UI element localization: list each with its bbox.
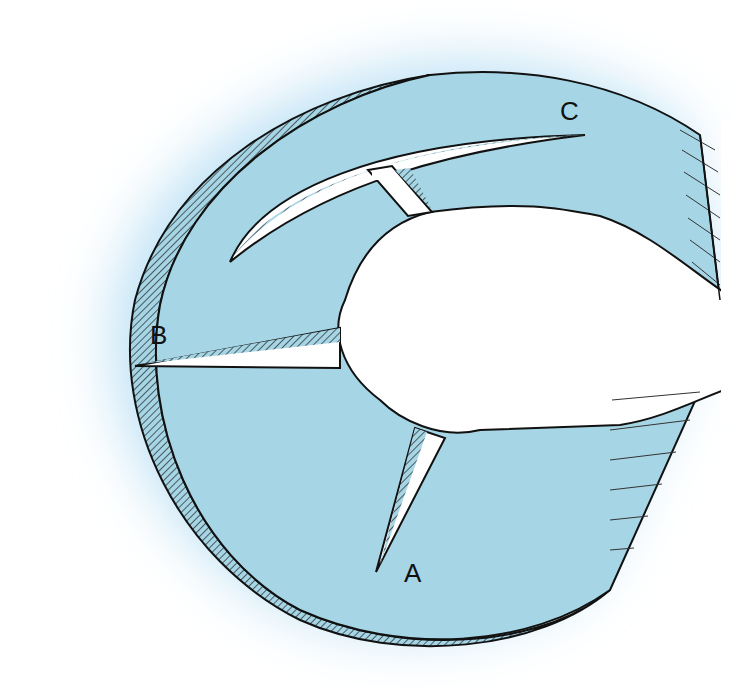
- part-letter: B: [150, 322, 167, 348]
- part-letter: A: [404, 560, 421, 586]
- part-letter: C: [560, 98, 579, 124]
